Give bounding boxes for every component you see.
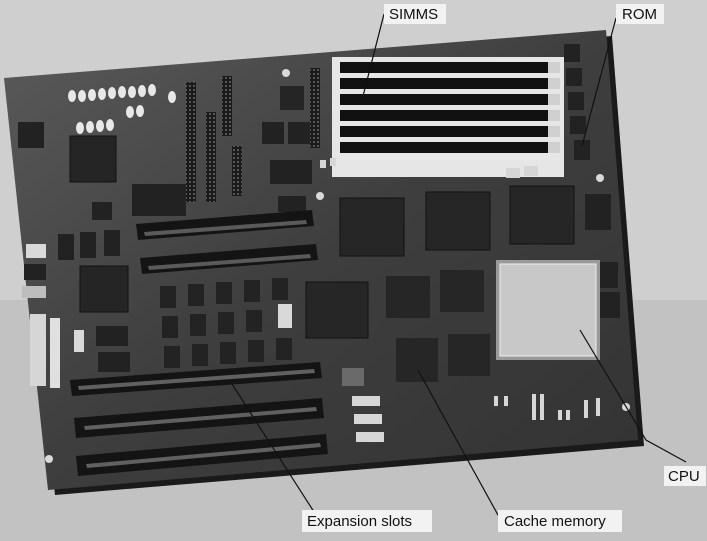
expansion-slots-label-bg [302,510,432,532]
expansion-slots-label: Expansion slots [307,513,412,530]
jumper-block [278,196,306,212]
small-components [320,158,600,442]
expansion-slots [70,362,328,476]
simm-modules [332,57,564,177]
misc-chips-left [18,86,312,372]
cpu-label: CPU [668,468,700,485]
cpu-leader-line [579,329,687,463]
rom-label: ROM [622,6,657,23]
cpu-label-bg [664,466,706,486]
pin-headers [30,68,320,388]
cache-memory-label-bg [498,510,622,532]
mounting-holes [45,69,630,463]
rom-label-bg [616,4,664,24]
simms-label: SIMMS [389,6,438,23]
simms-leader-line [361,13,385,101]
rom-chips [564,44,590,160]
cpu-chip [496,260,600,360]
cache-slots [136,210,318,274]
cache-memory-label: Cache memory [504,513,606,530]
capacitors [68,84,176,134]
simms-label-bg [384,4,446,24]
dram-chip-grid [160,278,292,368]
large-chips [305,185,620,339]
rom-leader-line [581,17,617,147]
cache-memory-chips [396,334,490,382]
